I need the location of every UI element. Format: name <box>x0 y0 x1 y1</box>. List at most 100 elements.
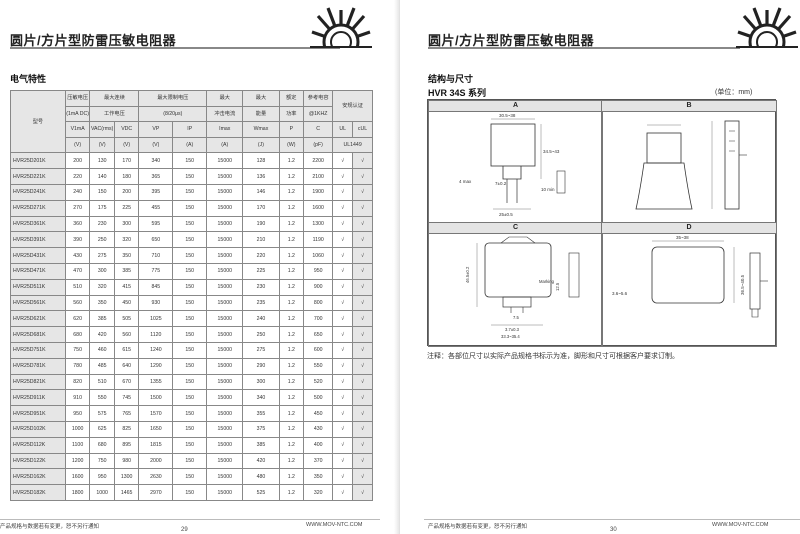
svg-text:4 max: 4 max <box>459 179 472 184</box>
value-cell: 485 <box>89 357 115 375</box>
value-cell: 1.2 <box>278 405 305 422</box>
helm-logo-icon <box>736 7 798 48</box>
drawing-d-svg: 35~38 36.5~40.5 3.6~5.6 <box>612 235 768 318</box>
drawing-b-svg <box>635 120 747 210</box>
value-cell: 140 <box>89 168 115 185</box>
value-cell: 950 <box>89 468 115 486</box>
value-cell: 290 <box>242 357 280 375</box>
value-cell: 180 <box>113 168 140 185</box>
value-cell: 1300 <box>113 468 140 486</box>
value-cell: √ <box>352 199 373 217</box>
electrical-spec-table: 型号 压敏电压 最大连续 最大限制电压 最大 最大 额定 参考电容 安规认证 (… <box>10 89 373 501</box>
value-cell: 15000 <box>206 262 244 280</box>
value-cell: √ <box>332 420 354 438</box>
value-cell: 1465 <box>113 484 140 501</box>
svg-text:7±0.2: 7±0.2 <box>495 181 507 186</box>
model-cell: HVR25D431K <box>10 247 66 264</box>
value-cell: 300 <box>242 373 280 391</box>
svg-text:46.5±0.2: 46.5±0.2 <box>465 266 470 283</box>
value-cell: 950 <box>303 262 334 280</box>
value-cell: 1355 <box>138 373 174 391</box>
value-cell: 15000 <box>206 231 244 249</box>
header-rule <box>428 47 740 49</box>
value-cell: 15000 <box>206 183 244 201</box>
value-cell: 250 <box>89 231 115 249</box>
value-cell: 930 <box>138 294 174 312</box>
value-cell: 170 <box>113 152 140 170</box>
value-cell: 15000 <box>206 452 244 470</box>
value-cell: 1.2 <box>278 183 305 201</box>
value-cell: √ <box>352 484 373 501</box>
value-cell: 1.2 <box>278 278 305 296</box>
svg-text:30.5~38: 30.5~38 <box>499 113 516 118</box>
value-cell: 150 <box>172 405 208 422</box>
value-cell: 240 <box>64 183 91 201</box>
value-cell: 1.2 <box>278 247 305 264</box>
series-label: HVR 34S 系列 <box>428 88 487 98</box>
value-cell: 1.2 <box>278 341 305 359</box>
model-cell: HVR25D182K <box>10 484 66 501</box>
value-cell: 625 <box>89 420 115 438</box>
value-cell: 1600 <box>303 199 334 217</box>
value-cell: 2100 <box>303 168 334 185</box>
value-cell: 1200 <box>64 452 91 470</box>
model-cell: HVR25D102K <box>10 420 66 438</box>
value-cell: 600 <box>303 341 334 359</box>
value-cell: 350 <box>303 468 334 486</box>
value-cell: 800 <box>303 294 334 312</box>
value-cell: 200 <box>64 152 91 170</box>
value-cell: √ <box>332 468 354 486</box>
model-cell: HVR25D221K <box>10 168 66 185</box>
value-cell: 1190 <box>303 231 334 249</box>
value-cell: √ <box>352 436 373 454</box>
model-cell: HVR25D391K <box>10 231 66 249</box>
footer-website[interactable]: WWW.MOV-NTC.COM <box>306 522 363 528</box>
value-cell: 505 <box>113 310 140 328</box>
value-cell: 2200 <box>303 152 334 170</box>
value-cell: 640 <box>113 357 140 375</box>
footer-disclaimer: 产品规格与数据若有变更，恕不另行通知 <box>428 524 528 530</box>
footer-website[interactable]: WWW.MOV-NTC.COM <box>712 522 769 528</box>
value-cell: √ <box>352 357 373 375</box>
value-cell: 980 <box>113 452 140 470</box>
model-cell: HVR25D201K <box>10 152 66 170</box>
value-cell: 1240 <box>138 341 174 359</box>
value-cell: 510 <box>64 278 91 296</box>
value-cell: 390 <box>64 231 91 249</box>
value-cell: 15000 <box>206 484 244 501</box>
value-cell: 320 <box>113 231 140 249</box>
value-cell: 1025 <box>138 310 174 328</box>
model-cell: HVR25D681K <box>10 326 66 343</box>
svg-text:Marking: Marking <box>539 279 555 284</box>
value-cell: 15000 <box>206 389 244 407</box>
svg-text:7.5: 7.5 <box>513 315 519 320</box>
value-cell: 595 <box>138 215 174 233</box>
value-cell: 136 <box>242 168 280 185</box>
value-cell: √ <box>332 389 354 407</box>
value-cell: 230 <box>242 278 280 296</box>
page-number: 30 <box>610 527 617 533</box>
svg-text:35~38: 35~38 <box>676 235 689 240</box>
unit-label: (单位：mm) <box>715 89 753 96</box>
value-cell: 130 <box>89 152 115 170</box>
value-cell: 1.2 <box>278 484 305 501</box>
value-cell: 385 <box>89 310 115 328</box>
svg-text:36.5~40.5: 36.5~40.5 <box>740 274 745 295</box>
value-cell: √ <box>332 183 354 201</box>
value-cell: 170 <box>242 199 280 217</box>
value-cell: 1650 <box>138 420 174 438</box>
value-cell: 300 <box>89 262 115 280</box>
value-cell: 15000 <box>206 436 244 454</box>
value-cell: 340 <box>138 152 174 170</box>
value-cell: 500 <box>303 389 334 407</box>
value-cell: 1.2 <box>278 326 305 343</box>
value-cell: 1300 <box>303 215 334 233</box>
value-cell: 150 <box>172 326 208 343</box>
